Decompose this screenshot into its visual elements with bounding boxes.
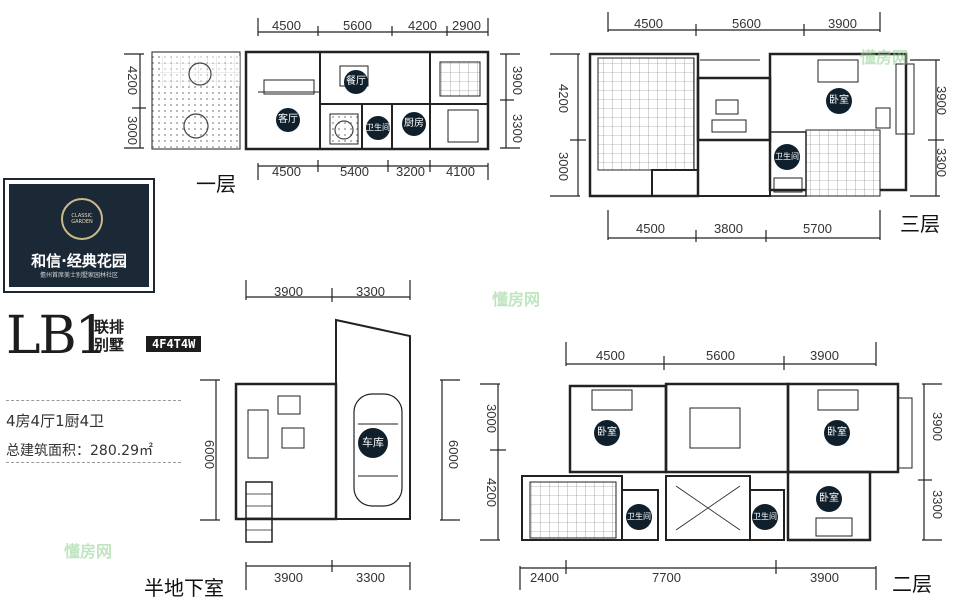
unit-type-line-1: 联排	[94, 318, 125, 336]
third-floor-bottom-dim-1: 4500	[636, 221, 665, 236]
second-floor-bottom-dim-1: 2400	[530, 570, 559, 585]
watermark-center: 懂房网	[492, 290, 541, 309]
basement-right-dim: 6000	[446, 440, 461, 469]
room-bath-3f: 卫生间	[774, 144, 800, 170]
basement-bottom-dim-2: 3300	[356, 570, 385, 585]
brand-logo-box: CLASSIC GARDEN 和信·经典花园 儋州首席美士别墅家园林社区	[3, 178, 155, 293]
classic-garden-emblem-icon: CLASSIC GARDEN	[61, 198, 103, 240]
second-floor-top-dim-2: 5600	[706, 348, 735, 363]
first-floor-plan	[124, 18, 520, 180]
first-floor-bottom-dim-3: 3200	[396, 164, 425, 179]
divider-bottom	[6, 462, 181, 463]
third-floor-top-dim-1: 4500	[634, 16, 663, 31]
first-floor-bottom-dim-1: 4500	[272, 164, 301, 179]
unit-rooms: 4房4厅1厨4卫	[6, 412, 105, 430]
second-floor-left-dim-1: 3000	[484, 404, 499, 433]
third-floor-top-dim-2: 5600	[732, 16, 761, 31]
second-floor-plan	[480, 342, 942, 590]
third-floor-right-dim-2: 3300	[934, 148, 949, 177]
second-floor-top-dim-1: 4500	[596, 348, 625, 363]
first-floor-top-dim-2: 5600	[343, 18, 372, 33]
basement-top-dim-1: 3900	[274, 284, 303, 299]
unit-code: LB1	[6, 306, 108, 366]
room-bath-2f-left: 卫生间	[626, 504, 652, 530]
room-bedroom-3f: 卧室	[826, 88, 852, 114]
second-floor-top-dim-3: 3900	[810, 348, 839, 363]
watermark-bottom-left: 懂房网	[64, 542, 113, 561]
room-garage: 车库	[358, 428, 388, 458]
third-floor-left-dim-1: 4200	[556, 84, 571, 113]
third-floor-bottom-dim-3: 5700	[803, 221, 832, 236]
first-floor-left-dim-2: 3000	[125, 116, 140, 145]
basement-plan	[200, 280, 460, 590]
basement-top-dim-2: 3300	[356, 284, 385, 299]
brand-tagline: 儋州首席美士别墅家园林社区	[39, 272, 118, 279]
unit-area: 总建筑面积：280.29㎡	[6, 443, 153, 459]
room-dining-1f: 餐厅	[344, 70, 368, 94]
first-floor-label: 一层	[196, 172, 236, 196]
first-floor-left-dim-1: 4200	[125, 66, 140, 95]
room-bedroom-2f-small: 卧室	[816, 486, 842, 512]
first-floor-top-dim-4: 2900	[452, 18, 481, 33]
unit-type-line-2: 别墅	[94, 336, 125, 354]
brand-name: 和信·经典花园	[31, 252, 127, 270]
watermark-top-right: 懂房网	[860, 48, 909, 67]
second-floor-label: 二层	[892, 572, 932, 596]
basement-label: 半地下室	[144, 576, 224, 600]
room-bedroom-2f-left: 卧室	[594, 420, 620, 446]
third-floor-top-dim-3: 3900	[828, 16, 857, 31]
room-bath-1f: 卫生间	[366, 116, 390, 140]
second-floor-bottom-dim-3: 3900	[810, 570, 839, 585]
room-kitchen-1f: 厨房	[402, 112, 426, 136]
room-living-1f: 客厅	[276, 108, 300, 132]
third-floor-bottom-dim-2: 3800	[714, 221, 743, 236]
second-floor-right-dim-2: 3300	[930, 490, 945, 519]
second-floor-left-dim-2: 4200	[484, 478, 499, 507]
unit-type: 联排 别墅	[94, 318, 128, 354]
first-floor-bottom-dim-2: 5400	[340, 164, 369, 179]
third-floor-label: 三层	[900, 212, 940, 236]
unit-model-badge: 4F4T4W	[146, 336, 202, 352]
room-bedroom-2f-right: 卧室	[824, 420, 850, 446]
divider-top	[6, 400, 181, 401]
basement-left-dim: 6000	[202, 440, 217, 469]
third-floor-right-dim-1: 3900	[934, 86, 949, 115]
first-floor-right-dim-1: 3900	[510, 66, 525, 95]
brand-logo-panel: CLASSIC GARDEN 和信·经典花园 儋州首席美士别墅家园林社区	[9, 184, 149, 287]
first-floor-top-dim-1: 4500	[272, 18, 301, 33]
room-bath-2f-right: 卫生间	[752, 504, 778, 530]
first-floor-right-dim-2: 3300	[510, 114, 525, 143]
third-floor-plan	[550, 12, 944, 242]
first-floor-bottom-dim-4: 4100	[446, 164, 475, 179]
second-floor-bottom-dim-2: 7700	[652, 570, 681, 585]
second-floor-right-dim-1: 3900	[930, 412, 945, 441]
third-floor-left-dim-2: 3000	[556, 152, 571, 181]
first-floor-top-dim-3: 4200	[408, 18, 437, 33]
basement-bottom-dim-1: 3900	[274, 570, 303, 585]
